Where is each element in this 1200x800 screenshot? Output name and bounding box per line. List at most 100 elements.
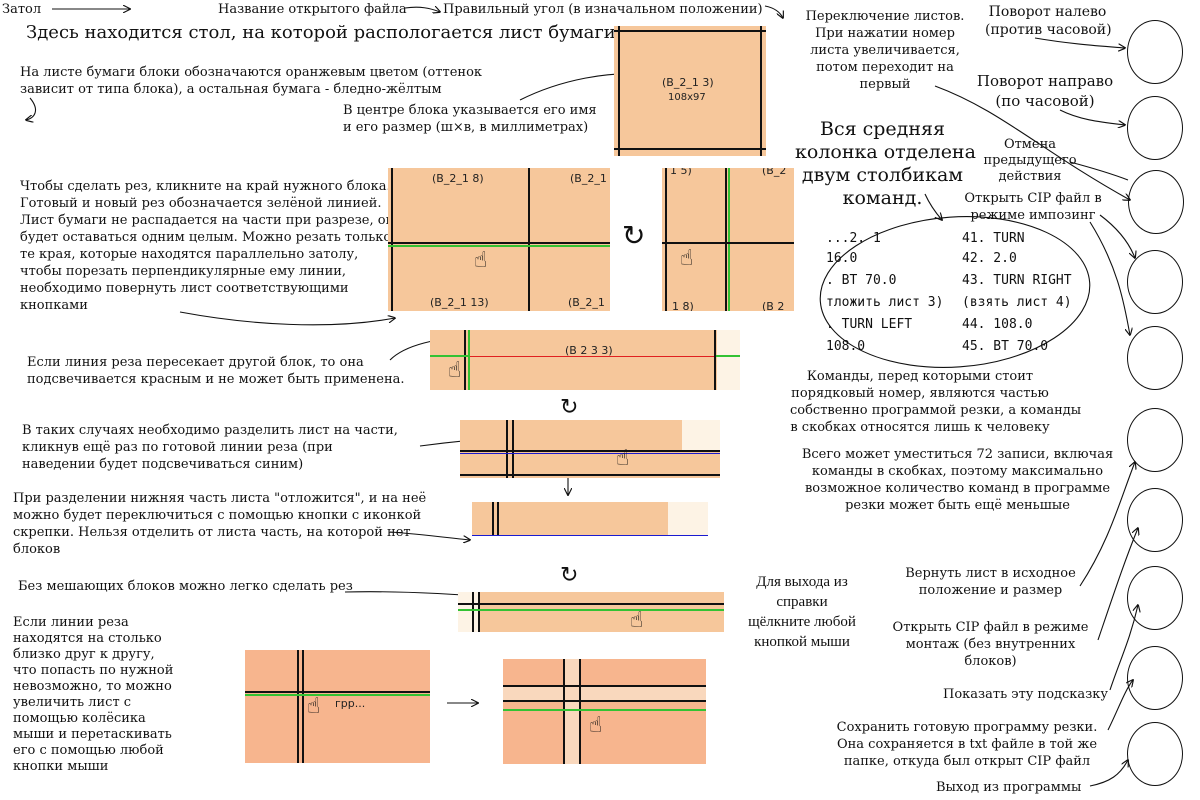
column-line1: Вся средняя (819, 118, 945, 140)
numbered-line3: собственно программой резки, а команды (790, 403, 1082, 418)
undo-button[interactable] (1127, 250, 1183, 314)
hand-cursor-icon: ☝ (616, 446, 630, 471)
block-label: (B_2 (762, 168, 787, 177)
total-line4: резки может быть ещё меньшые (845, 498, 1070, 513)
open-impose-label-1: Открыть CIP файл в (964, 191, 1102, 206)
save-button[interactable] (1127, 646, 1183, 710)
block-label: (B_2_1 (568, 296, 605, 309)
open-impose-button[interactable] (1127, 326, 1183, 390)
cut-line: будет оставаться одним целым. Можно реза… (20, 230, 392, 245)
split-text-1: В таких случаях необходимо разделить лис… (22, 423, 398, 438)
red-line-text-1: Если линия реза пересекает другой блок, … (27, 355, 364, 370)
command-right: 41. TURN (962, 231, 1025, 246)
switch-sheets-line5: первый (859, 77, 911, 92)
rotate-arrow-icon: ↻ (622, 219, 646, 252)
exit-help-line4: кнопкой мыши (754, 634, 850, 650)
rotate-right-label-1: Поворот направо (976, 72, 1114, 90)
right-corner-label: Правильный угол (в изначальном положении… (443, 2, 763, 17)
zoom-line: близко друг к другу, (13, 647, 155, 662)
open-mount-button[interactable] (1127, 488, 1183, 552)
switch-sheets-line3: листа увеличивается, (810, 43, 960, 58)
exit-button[interactable] (1127, 722, 1183, 786)
open-mount-label-2: монтаж (без внутренних (905, 637, 1076, 652)
command-right: 44. 108.0 (962, 317, 1033, 332)
command-right: 43. TURN RIGHT (962, 273, 1072, 288)
intro-blocks-line2: зависит от типа блока), а остальная бума… (20, 82, 442, 97)
hand-cursor-icon: ☝ (307, 694, 321, 719)
grr-label: грр... (335, 697, 366, 710)
free-cut-sheet: ☝ (458, 592, 724, 632)
switch-sheets-line2: При нажатии номер (815, 26, 955, 41)
free-cut-text: Без мешающих блоков можно легко сделать … (18, 579, 353, 594)
rotate-left-label-2: (против часовой) (985, 22, 1112, 38)
commands-excerpt: ...2. 1 41. TURN 16.0 42. 2.0 . BT 70.0 … (826, 230, 1086, 360)
switch-sheet-button[interactable] (1128, 170, 1184, 234)
zoom-line: невозможно, то можно (13, 679, 172, 694)
example-block: (B_2_1 3) 108x97 (614, 26, 766, 156)
zoom-line: Если линии реза (13, 615, 129, 630)
exit-help-line1: Для выхода из (756, 574, 848, 590)
split-example: ☝ (460, 420, 720, 478)
zoom-line: увеличить лист с (13, 695, 132, 710)
hand-cursor-icon: ☝ (474, 248, 488, 273)
cut-line: те края, которые находятся параллельно з… (20, 247, 359, 262)
numbered-line4: в скобках относятся лишь к человеку (790, 420, 1050, 435)
column-line4: команд. (842, 187, 923, 209)
command-left: 16.0 (826, 251, 858, 266)
open-impose-label-2: режиме импозинг (970, 208, 1096, 223)
rotate-right-button[interactable] (1127, 96, 1183, 160)
block-label: 1 8) (672, 300, 694, 311)
block-label: 1 5) (670, 168, 692, 177)
rotated-sheet: 1 5) (B_2 1 8) (B 2 ☝ (662, 168, 794, 311)
zatol-label: Затол (2, 2, 42, 17)
exit-help-line2: справки (776, 594, 828, 610)
hand-cursor-icon: ☝ (448, 358, 462, 383)
switch-sheets-line4: потом переходит на (816, 60, 954, 75)
command-right: 45. BT 70.0 (962, 339, 1049, 354)
command-left: . BT 70.0 (826, 273, 897, 288)
save-label-3: папке, откуда был открыт CIP файл (843, 754, 1091, 769)
numbered-line2: порядковый номер, являются частью (791, 386, 1049, 401)
lower-text-1: При разделении нижняя часть листа "отлож… (13, 491, 427, 506)
cut-line: Лист бумаги не распадается на части при … (20, 213, 395, 228)
rotate-arrow-icon: ↻ (560, 395, 579, 420)
open-mount-label-1: Открыть CIP файл в режиме (892, 620, 1089, 635)
reset-sheet-button[interactable] (1127, 408, 1183, 472)
zoom-line: находятся на столько (13, 631, 162, 646)
hand-cursor-icon: ☝ (680, 246, 694, 271)
red-line-text-2: подсвечивается красным и не может быть п… (27, 372, 405, 387)
command-left: . TURN LEFT (826, 317, 913, 332)
split-text-2: кликнув ещё раз по готовой линии реза (п… (22, 440, 333, 455)
hand-cursor-icon: ☝ (589, 713, 603, 738)
switch-sheets-line1: Переключение листов. (805, 9, 965, 24)
exit-help-line3: щёлкните любой (748, 614, 856, 630)
save-label-1: Сохранить готовую программу резки. (836, 720, 1098, 735)
total-line1: Всего может уместиться 72 записи, включа… (801, 447, 1114, 462)
zoom-after: ☝ (503, 659, 706, 764)
intro-title: Здесь находится стол, на которой располо… (26, 22, 616, 43)
rotate-left-button[interactable] (1127, 20, 1183, 84)
block-label: (B_2_1 13) (430, 296, 489, 309)
red-cut-example: (B 2 3 3) ☝ (430, 330, 740, 390)
cut-line: Готовый и новый рез обозначается зелёной… (20, 196, 382, 211)
command-left: ...2. 1 (826, 231, 881, 246)
rotate-arrow-icon: ↻ (560, 563, 579, 588)
open-mount-label-3: блоков) (964, 654, 1017, 669)
zoom-line: мыши и перетаскивать (13, 727, 172, 742)
reset-label-1: Вернуть лист в исходное (905, 566, 1076, 581)
column-line3: двум столбикам (801, 164, 964, 186)
help-button[interactable] (1127, 566, 1183, 630)
total-line3: возможное количество команд в программе (804, 481, 1111, 496)
red-block-label: (B 2 3 3) (565, 344, 613, 357)
cut-line: кнопками (20, 298, 88, 313)
zoom-before: грр... ☝ (245, 650, 430, 763)
undo-label-3: действия (998, 169, 1062, 184)
block-label: (B 2 (762, 300, 785, 311)
intro-center-line1: В центре блока указывается его имя (343, 103, 597, 118)
hand-cursor-icon: ☝ (630, 608, 644, 633)
save-label-2: Она сохраняется в txt файле в той же (836, 737, 1098, 752)
intro-center-line2: и его размер (ш×в, в миллиметрах) (343, 120, 589, 135)
rotate-left-label-1: Поворот налево (988, 4, 1107, 20)
lower-text-4: блоков (13, 542, 61, 557)
cut-line: чтобы порезать перпендикулярные ему лини… (20, 264, 347, 279)
